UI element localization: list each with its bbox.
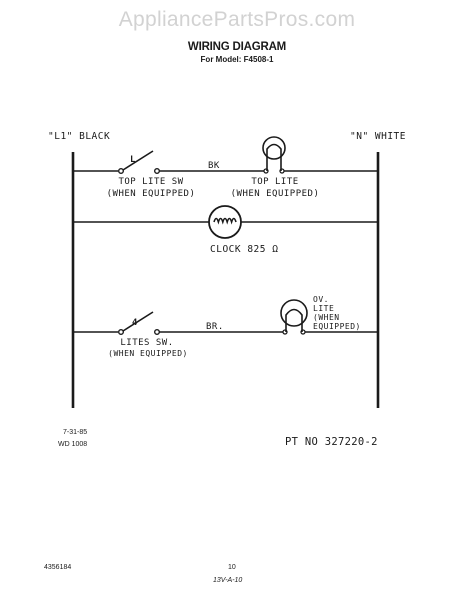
lamp-top-terminal-a xyxy=(263,168,269,174)
lamp-oven-label-1: OV. xyxy=(313,295,329,304)
page-number: 10 xyxy=(228,564,236,571)
switch-oven-terminal-label: 4 xyxy=(132,318,138,328)
part-number: PT NO 327220-2 xyxy=(285,436,378,448)
clock-label: CLOCK 825 Ω xyxy=(210,244,279,255)
lamp-top-terminal-b xyxy=(279,168,285,174)
doc-number: 4356184 xyxy=(44,564,72,571)
lamp-top-bulb xyxy=(262,136,286,160)
lamp-oven-terminal-a xyxy=(282,329,288,335)
footer-date: 7-31-85 xyxy=(63,429,88,436)
switch-top-contact-a xyxy=(117,167,124,174)
switch-top-sublabel: (WHEN EQUIPPED) xyxy=(106,189,196,199)
lamp-top-filament xyxy=(266,143,282,171)
model-subtitle: For Model: F4508-1 xyxy=(200,55,274,64)
lamp-oven-bulb xyxy=(280,299,308,327)
lamp-oven-terminal-b xyxy=(300,329,306,335)
lamp-top-label: TOP LITE xyxy=(251,177,299,187)
wire-oven-label: BR. xyxy=(206,322,224,332)
diagram-title: WIRING DIAGRAM xyxy=(187,41,287,53)
rail-l1-label: "L1" BLACK xyxy=(48,131,111,142)
footer-code: WD 1008 xyxy=(58,441,88,448)
switch-top-contact-b xyxy=(153,167,160,174)
clock-motor-symbol xyxy=(208,205,242,239)
lamp-oven-filament xyxy=(285,308,303,332)
handwritten-note: 13V-A-10 xyxy=(213,577,243,584)
switch-top-blade xyxy=(122,150,154,171)
rail-neutral-label: "N" WHITE xyxy=(350,131,406,142)
switch-oven-contact-b xyxy=(153,329,160,336)
lamp-oven-label-3: (WHEN xyxy=(313,313,340,322)
switch-oven-sublabel: (WHEN EQUIPPED) xyxy=(108,349,188,358)
switch-oven-label: LITES SW. xyxy=(120,338,174,348)
clock-motor-coil xyxy=(213,217,237,225)
watermark: AppliancePartsPros.com xyxy=(118,8,356,31)
lamp-oven-label-2: LITE xyxy=(313,304,335,313)
lamp-top-sublabel: (WHEN EQUIPPED) xyxy=(230,189,320,199)
switch-top-terminal-label: L xyxy=(130,155,136,165)
switch-oven-contact-a xyxy=(117,329,124,336)
switch-oven-blade xyxy=(122,311,154,332)
switch-top-label: TOP LITE SW xyxy=(118,177,184,187)
lamp-oven-label-4: EQUIPPED) xyxy=(313,322,361,331)
wire-top-label: BK xyxy=(208,161,220,171)
